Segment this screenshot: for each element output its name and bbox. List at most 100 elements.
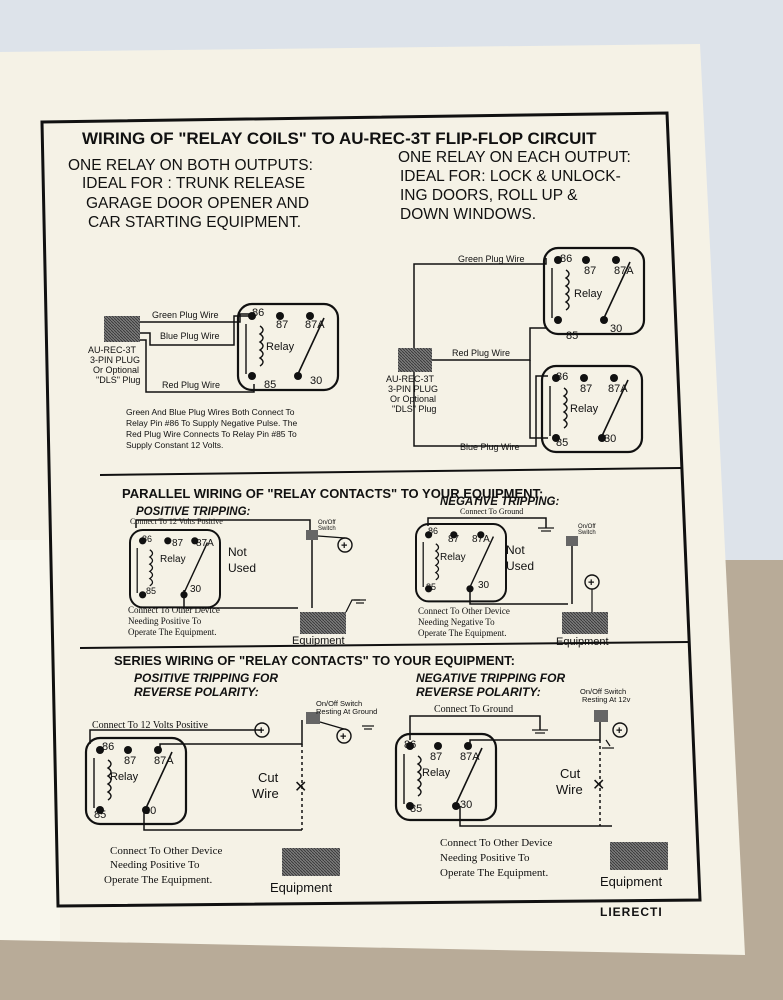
divider-1 [99,467,682,476]
svg-text:30: 30 [460,799,472,811]
svg-text:Equipment: Equipment [556,636,609,648]
svg-text:Operate The Equipment.: Operate The Equipment. [440,867,548,879]
svg-text:30: 30 [610,323,622,335]
svg-text:Operate The Equipment.: Operate The Equipment. [418,628,507,638]
svg-text:+: + [616,725,622,737]
parallel-negative-diagram: Connect To Ground 86 87 87A 85 30 Relay … [415,507,609,648]
svg-text:Wire: Wire [252,786,279,801]
svg-text:Equipment: Equipment [600,874,663,889]
svg-text:87: 87 [448,534,460,545]
svg-text:Relay: Relay [422,767,451,779]
svg-text:87A: 87A [614,265,634,277]
svg-text:ONE RELAY ON BOTH OUTPUTS:: ONE RELAY ON BOTH OUTPUTS: [68,157,313,174]
svg-text:Used: Used [228,561,256,575]
series-positive-diagram: Connect To 12 Volts Positive + 86 87 87A… [84,699,377,895]
svg-text:On/Off Switch: On/Off Switch [580,687,626,696]
svg-text:86: 86 [252,307,264,319]
svg-text:AU-REC-3T: AU-REC-3T [88,345,137,355]
equipment-box-4 [610,842,668,870]
parallel-positive-diagram: Connect To 12 Volts Positive 86 87 87A 8… [128,517,366,647]
svg-text:Resting At Ground: Resting At Ground [316,707,377,716]
series-positive-label: POSITIVE TRIPPING FOR REVERSE POLARITY: [134,671,278,699]
svg-text:Or Optional: Or Optional [93,365,139,375]
svg-text:87: 87 [430,751,442,763]
equipment-box [300,612,346,634]
svg-text:85: 85 [566,330,578,342]
svg-text:Needing Positive To: Needing Positive To [440,852,530,864]
svg-text:85: 85 [410,803,422,815]
svg-text:CAR STARTING EQUIPMENT.: CAR STARTING EQUIPMENT. [88,214,301,231]
svg-text:Used: Used [506,559,534,573]
svg-text:Needing Positive To: Needing Positive To [128,616,202,626]
left-header: ONE RELAY ON BOTH OUTPUTS: IDEAL FOR : T… [68,157,313,231]
svg-text:AU-REC-3T: AU-REC-3T [386,374,435,384]
svg-text:87A: 87A [472,534,490,545]
diagram-border [40,111,702,908]
footer-code: LIERECTI [600,905,663,919]
equipment-box-3 [282,848,340,876]
relay-pin-labels: 86 87 87A 85 30 Relay [252,307,325,391]
red-wire-label: Red Plug Wire [162,380,220,390]
series-negative-diagram: Connect To Ground 86 87 87A 85 30 Relay … [394,687,668,889]
svg-text:IDEAL FOR : TRUNK RELEASE: IDEAL FOR : TRUNK RELEASE [82,175,305,192]
svg-text:ING DOORS, ROLL UP &: ING DOORS, ROLL UP & [400,187,578,204]
cut-marker: ✕ [294,779,307,796]
top-right-relay-diagram: AU-REC-3T 3-PIN PLUG Or Optional "DLS" P… [386,246,646,454]
right-header: ONE RELAY ON EACH OUTPUT: IDEAL FOR: LOC… [398,149,631,223]
note-text: Green And Blue Plug Wires Both Connect T… [126,407,297,450]
svg-text:87: 87 [124,755,136,767]
red-wire-label-right: Red Plug Wire [452,348,510,358]
svg-text:Relay: Relay [266,341,295,353]
svg-text:Connect To Other Device: Connect To Other Device [418,606,510,616]
equipment-box-2 [562,612,608,634]
svg-text:Red Plug Wire Connects To Rela: Red Plug Wire Connects To Relay Pin #85 … [126,429,297,439]
paper-sheet [0,44,745,955]
blue-wire-label: Blue Plug Wire [160,331,220,341]
page-title: WIRING OF "RELAY COILS" TO AU-REC-3T FLI… [82,129,597,148]
svg-text:87A: 87A [608,383,628,395]
svg-text:"DLS" Plug: "DLS" Plug [96,375,140,385]
svg-text:87A: 87A [305,319,325,331]
svg-text:Operate The Equipment.: Operate The Equipment. [104,874,212,886]
svg-text:30: 30 [190,584,202,595]
svg-text:NEGATIVE TRIPPING FOR: NEGATIVE TRIPPING FOR [416,671,565,685]
blue-wire-label-right: Blue Plug Wire [460,442,520,452]
green-wire-label-right: Green Plug Wire [458,254,525,264]
svg-text:3-PIN PLUG: 3-PIN PLUG [388,384,438,394]
svg-text:Needing Positive To: Needing Positive To [110,859,200,871]
plug-box-right [398,348,432,372]
svg-text:Connect To Other Device: Connect To Other Device [440,837,552,849]
svg-text:87: 87 [276,319,288,331]
svg-text:Cut: Cut [560,766,581,781]
svg-text:30: 30 [310,375,322,387]
svg-text:Cut: Cut [258,770,279,785]
svg-text:IDEAL FOR: LOCK & UNLOCK-: IDEAL FOR: LOCK & UNLOCK- [400,168,621,185]
svg-text:+: + [258,725,264,737]
svg-text:87A: 87A [154,755,174,767]
svg-text:GARAGE DOOR OPENER AND: GARAGE DOOR OPENER AND [86,195,309,212]
series-title: SERIES WIRING OF "RELAY CONTACTS" TO YOU… [114,653,515,668]
svg-text:REVERSE POLARITY:: REVERSE POLARITY: [134,685,259,699]
svg-text:Supply Constant 12 Volts.: Supply Constant 12 Volts. [126,440,223,450]
svg-text:Connect To 12 Volts Positive: Connect To 12 Volts Positive [130,517,223,526]
svg-text:Needing Negative To: Needing Negative To [418,617,495,627]
divider-2 [79,641,690,649]
svg-text:Relay: Relay [574,288,603,300]
svg-text:Not: Not [506,543,525,557]
svg-text:85: 85 [426,582,436,592]
svg-text:86: 86 [404,739,416,751]
svg-text:On/Off Switch: On/Off Switch [316,699,362,708]
svg-text:86: 86 [142,534,152,544]
svg-text:Connect To Other Device: Connect To Other Device [110,845,222,857]
svg-text:87: 87 [584,265,596,277]
svg-text:85: 85 [146,586,156,596]
relay-lower-pin-labels: 86 87 87A 85 30 Relay [556,371,628,449]
svg-text:3-PIN PLUG: 3-PIN PLUG [90,355,140,365]
svg-text:85: 85 [264,379,276,391]
svg-text:POSITIVE TRIPPING FOR: POSITIVE TRIPPING FOR [134,671,278,685]
svg-text:85: 85 [556,437,568,449]
plug-label-right: AU-REC-3T 3-PIN PLUG Or Optional "DLS" P… [386,374,438,414]
svg-text:30: 30 [604,433,616,445]
